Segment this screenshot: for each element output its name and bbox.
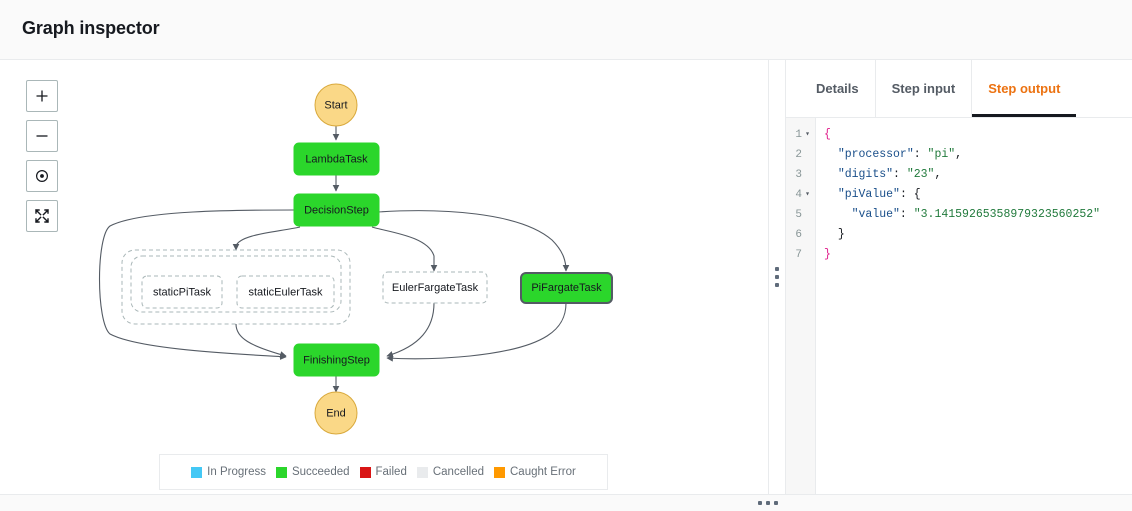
edge-parallel-finishingstep <box>235 323 287 358</box>
legend-item: In Progress <box>191 466 266 478</box>
node-eulerfargatetask-label: EulerFargateTask <box>392 282 479 294</box>
tab-details[interactable]: Details <box>816 81 859 96</box>
detail-pane: Details Step input Step output 1▾ 2▾ 3▾ 4▾ 5… <box>786 60 1132 494</box>
workflow-graph[interactable]: Start LambdaTask DecisionStep staticPiTa… <box>0 60 768 494</box>
code-token: "digits" <box>837 168 894 181</box>
code-token: "pi" <box>927 148 956 161</box>
node-decisionstep-label: DecisionStep <box>304 204 369 216</box>
node-eulerfargatetask[interactable]: EulerFargateTask <box>382 271 488 304</box>
node-pifargatetask[interactable]: PiFargateTask <box>520 272 613 304</box>
code-line-number: 1▾ <box>786 125 815 145</box>
edge-decisionstep-pifargatetask <box>377 210 570 272</box>
legend-label: In Progress <box>207 466 266 478</box>
legend-item: Cancelled <box>416 466 484 478</box>
step-output-code-viewer[interactable]: 1▾ 2▾ 3▾ 4▾ 5▾ 6▾ 7▾ { "processor": "pi", "dig… <box>786 118 1132 494</box>
legend-swatch-in-progress <box>191 466 203 478</box>
node-lambdatask-label: LambdaTask <box>305 153 368 165</box>
code-line-number: 2▾ <box>795 149 802 161</box>
code-token: : <box>899 188 914 201</box>
zoom-in-button[interactable] <box>26 80 58 112</box>
minus-icon <box>36 135 48 137</box>
legend-label: Caught Error <box>510 466 576 478</box>
node-end-label: End <box>326 407 346 419</box>
code-token: "processor" <box>837 148 914 161</box>
page-title: Graph inspector <box>22 18 160 38</box>
drag-handle-icon <box>775 267 779 287</box>
node-staticeulertask-label: staticEulerTask <box>249 286 323 298</box>
edge-decisionstep-eulerfargatetask <box>371 226 438 272</box>
fit-screen-button[interactable] <box>26 200 58 232</box>
graph-canvas-pane[interactable]: Start LambdaTask DecisionStep staticPiTa… <box>0 60 768 494</box>
code-token: { <box>913 188 921 201</box>
node-lambdatask[interactable]: LambdaTask <box>293 142 380 176</box>
code-token: "piValue" <box>837 188 900 201</box>
code-line: } <box>824 245 1132 265</box>
legend-item: Failed <box>359 466 407 478</box>
node-start-label: Start <box>324 99 347 111</box>
edge-eulerfargatetask-finishingstep <box>386 302 435 358</box>
code-line: "digits": "23", <box>824 165 1132 185</box>
code-token: : <box>913 148 928 161</box>
legend-swatch-caught-error <box>494 466 505 478</box>
code-line: "value": "3.14159265358979323560252" <box>824 205 1132 225</box>
legend-label: Succeeded <box>291 466 350 478</box>
horizontal-splitter[interactable] <box>0 494 1132 511</box>
code-line-number: 5▾ <box>795 209 802 221</box>
fold-toggle-icon[interactable]: ▾ <box>805 190 810 199</box>
node-finishingstep[interactable]: FinishingStep <box>293 343 380 377</box>
code-line: } <box>824 225 1132 245</box>
node-finishingstep-label: FinishingStep <box>303 354 370 366</box>
node-pifargatetask-label: PiFargateTask <box>531 282 602 294</box>
target-icon <box>35 169 49 183</box>
code-token: { <box>824 128 831 141</box>
code-line-number: 6▾ <box>795 229 802 241</box>
tab-step-output[interactable]: Step output <box>971 60 1077 117</box>
expand-icon <box>35 209 49 223</box>
plus-icon <box>36 90 48 102</box>
code-token: , <box>955 148 963 161</box>
center-graph-button[interactable] <box>26 160 58 192</box>
node-start[interactable]: Start <box>314 83 358 127</box>
legend-label: Failed <box>375 466 407 478</box>
code-token: } <box>837 228 845 241</box>
code-token: } <box>824 248 831 261</box>
vertical-splitter[interactable] <box>768 60 786 494</box>
code-line: "piValue": { <box>824 185 1132 205</box>
code-token: : <box>893 168 907 181</box>
edge-pifargatetask-finishingstep <box>386 302 567 362</box>
fold-toggle-icon[interactable]: ▾ <box>805 130 810 139</box>
legend-label: Cancelled <box>432 466 484 478</box>
code-line: "processor": "pi", <box>824 145 1132 165</box>
legend-swatch-succeeded <box>275 466 287 478</box>
node-end[interactable]: End <box>314 391 358 435</box>
code-line-number: 7▾ <box>795 249 802 261</box>
edge-decisionstep-parallel <box>235 226 301 247</box>
drag-handle-icon <box>758 501 778 505</box>
node-staticeulertask[interactable]: staticEulerTask <box>236 275 335 309</box>
code-content[interactable]: { "processor": "pi", "digits": "23", "pi… <box>816 118 1132 494</box>
detail-tabs: Details Step input Step output <box>786 60 1132 118</box>
code-line-number: 3▾ <box>795 169 802 181</box>
zoom-out-button[interactable] <box>26 120 58 152</box>
node-decisionstep[interactable]: DecisionStep <box>293 193 380 227</box>
code-line-number: 4▾ <box>786 185 815 205</box>
code-token: "3.14159265358979323560252" <box>913 208 1101 221</box>
code-token: : <box>899 208 914 221</box>
code-token: "value" <box>851 208 900 221</box>
node-staticpitask[interactable]: staticPiTask <box>141 275 223 309</box>
node-staticpitask-label: staticPiTask <box>153 286 212 298</box>
code-token: , <box>934 168 942 181</box>
legend-swatch-failed <box>359 466 371 478</box>
header: Graph inspector <box>0 0 1132 60</box>
legend-swatch-cancelled <box>416 466 428 478</box>
code-line: { <box>824 125 1132 145</box>
code-line-numbers[interactable]: 1▾ 2▾ 3▾ 4▾ 5▾ 6▾ 7▾ <box>786 118 816 494</box>
status-legend: In Progress Succeeded Failed Cancelled C… <box>159 454 608 490</box>
code-token: "23" <box>906 168 935 181</box>
legend-item: Caught Error <box>494 466 576 478</box>
legend-item: Succeeded <box>275 466 350 478</box>
zoom-controls <box>26 80 58 240</box>
tab-step-input[interactable]: Step input <box>874 60 972 117</box>
edge-decisionstep-finishingstep-bypass <box>98 209 295 360</box>
